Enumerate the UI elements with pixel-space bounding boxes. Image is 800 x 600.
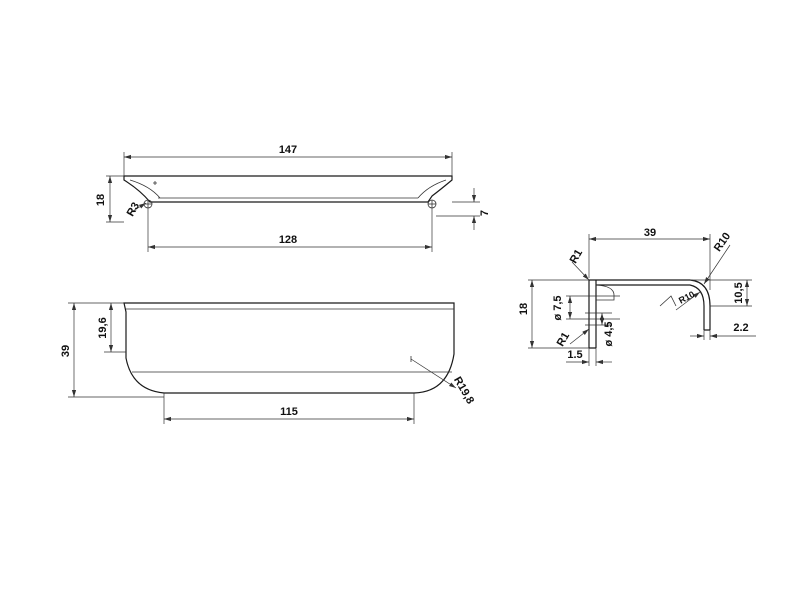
large-hole-label: ø 7,5 (552, 295, 564, 320)
top-height-label: 18 (95, 194, 107, 206)
top-view: 147 18 R3 128 7 (95, 144, 491, 252)
dim-line-root-radius (569, 328, 590, 345)
upper-height-label: 19,6 (97, 317, 109, 338)
drop-label: 10,5 (733, 282, 745, 303)
small-cross-mark (153, 181, 157, 185)
dim-line-outer-radius (703, 244, 731, 285)
bottom-radius-label: R19,8 (451, 375, 476, 406)
front-view: 39 19,6 R19,8 115 (60, 302, 476, 424)
hole-offset-label: 7 (479, 210, 491, 216)
hole-spacing-label: 128 (279, 234, 297, 246)
front-view-outline (123, 302, 455, 394)
side-view-lip (659, 295, 677, 307)
inner-radius-label: R10 (677, 289, 696, 306)
dim-line-inner-radius (675, 291, 701, 311)
thickness-label: 1.5 (567, 349, 582, 361)
side-view-profile (588, 279, 711, 349)
right-screw-hole (427, 199, 437, 209)
side-view-inner-flange (595, 284, 615, 301)
side-height-label: 18 (518, 303, 530, 315)
top-view-left-curve (129, 179, 161, 199)
dim-line-bottom-radius (410, 358, 457, 389)
front-height-label: 39 (60, 345, 72, 357)
dim-line-lip-radius (571, 261, 590, 281)
overall-length-label: 147 (279, 144, 297, 156)
lip-gap-label: 2.2 (733, 322, 748, 334)
outer-radius-label: R10 (712, 231, 733, 254)
small-hole-label: ø 4,5 (603, 321, 615, 346)
side-depth-label: 39 (644, 227, 656, 239)
top-view-right-curve (417, 179, 447, 199)
left-screw-hole (143, 199, 153, 209)
corner-radius-label: R3 (125, 200, 142, 218)
dim-line-corner-radius (127, 202, 147, 215)
lip-radius-label: R1 (568, 247, 585, 265)
side-view: 39 R10 R10 R1 18 ø 7,5 ø 4,5 R1 1.5 (518, 227, 756, 366)
top-view-outline (123, 175, 453, 203)
base-length-label: 115 (280, 406, 298, 418)
root-radius-label: R1 (555, 330, 572, 348)
